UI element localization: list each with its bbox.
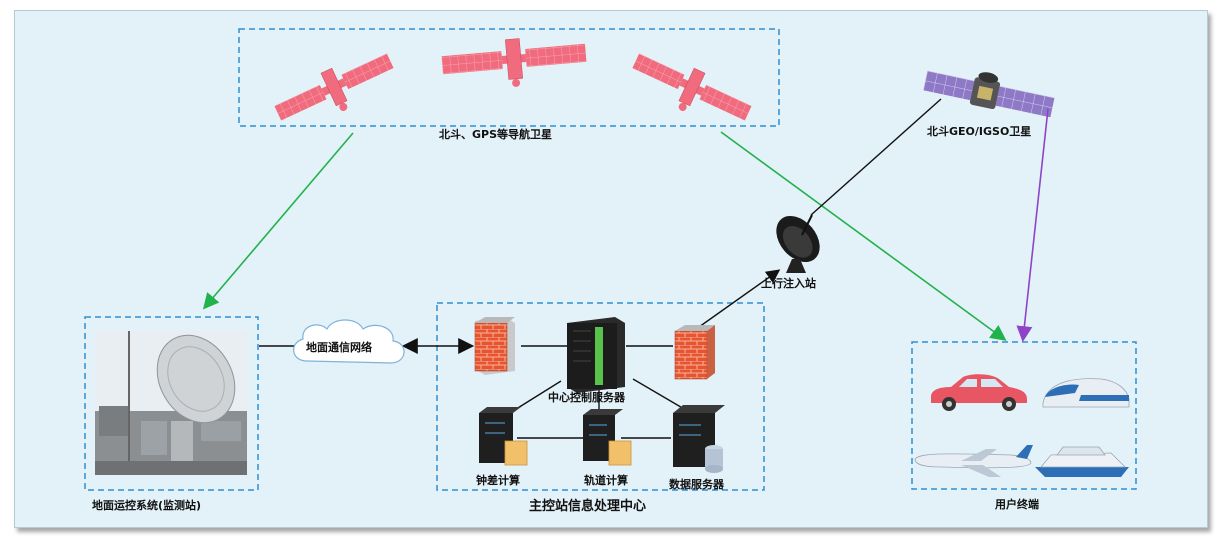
diagram-canvas [14,10,1208,528]
monitor-station-photo [95,331,247,475]
master-center-box [436,302,765,491]
cloud-icon [293,319,405,364]
firewall-icon [674,325,715,380]
ship-icon [1035,446,1129,477]
nav-satellites-label: 北斗、GPS等导航卫星 [439,128,553,141]
uplink-station-label: 上行注入站 [761,277,816,290]
firewall-icon [474,317,515,375]
geo-satellite-label: 北斗GEO/IGSO卫星 [927,125,1032,138]
nav-satellites-box [238,28,780,127]
monitor-station-label: 地面运控系统(监测站) [92,499,202,512]
user-terminal-label: 用户终端 [995,498,1039,511]
data-server-label: 数据服务器 [669,478,724,491]
train-icon [1042,378,1130,408]
master-center-label: 主控站信息处理中心 [529,499,647,514]
dish-antenna-icon [776,214,820,273]
geo-satellite-icon [923,70,1055,118]
navigation-satellite-icon [441,38,587,87]
airplane-icon [914,445,1033,477]
server-rack-icon [567,317,625,393]
clock-calc-label: 钟差计算 [476,474,520,487]
monitor-station-box [84,316,259,491]
server-icon [583,409,632,466]
car-icon [931,374,1027,411]
navigation-satellite-icon [632,53,752,121]
navigation-satellite-icon [274,53,394,121]
ground-network-label: 地面通信网络 [306,341,372,354]
orbit-calc-label: 轨道计算 [584,474,628,487]
server-icon [479,407,528,466]
center-server-label: 中心控制服务器 [548,391,625,404]
server-icon [673,405,725,473]
